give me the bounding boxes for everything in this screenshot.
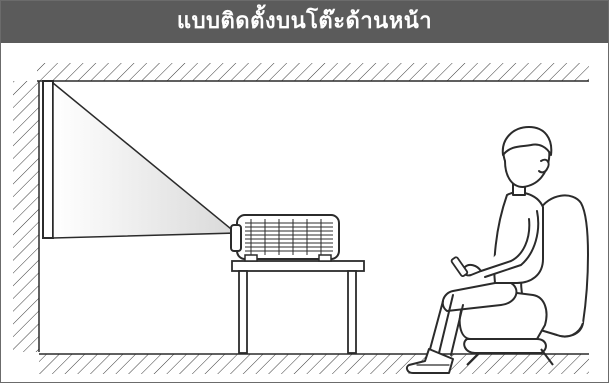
title-bar: แบบติดตั้งบนโต๊ะด้านหน้า xyxy=(1,1,608,43)
wall-hatching xyxy=(13,81,40,352)
installation-illustration xyxy=(13,63,589,374)
ceiling-hatching xyxy=(37,63,589,82)
screen xyxy=(42,80,54,239)
seated-viewer xyxy=(405,126,553,374)
remote-control xyxy=(450,256,469,278)
diagram-title: แบบติดตั้งบนโต๊ะด้านหน้า xyxy=(176,9,433,34)
table xyxy=(231,260,365,354)
projection-beam xyxy=(52,81,239,239)
projector xyxy=(230,214,340,262)
floor-hatching xyxy=(39,353,589,374)
